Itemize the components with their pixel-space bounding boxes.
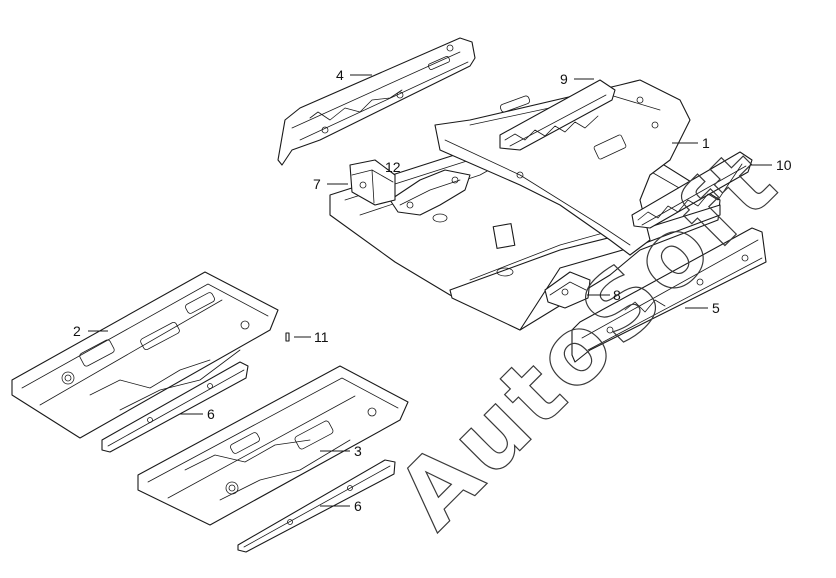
part-8-bracket — [544, 271, 591, 309]
callouts: 4 9 1 10 7 12 8 5 2 11 6 3 6 — [73, 67, 792, 514]
part-4-side-rail — [277, 37, 476, 166]
part-7-bracket — [349, 159, 396, 206]
part-6-sill-upper — [101, 361, 249, 453]
part-6-sill-lower — [237, 459, 396, 553]
part-12-bracket — [389, 169, 471, 216]
callout-1: 1 — [702, 135, 710, 151]
callout-12: 12 — [385, 159, 401, 175]
callout-5: 5 — [712, 300, 720, 316]
callout-6b: 6 — [354, 498, 362, 514]
callout-7: 7 — [313, 176, 321, 192]
part-5-side-rail — [571, 227, 767, 363]
part-3-floor-pan — [137, 365, 409, 526]
part-10-reinforcement — [631, 151, 753, 229]
part-1-tunnel-crossmember — [434, 79, 691, 256]
callout-10: 10 — [776, 157, 792, 173]
part-2-floor-pan — [11, 271, 279, 439]
callout-4: 4 — [336, 67, 344, 83]
callout-2: 2 — [73, 323, 81, 339]
callout-3: 3 — [354, 443, 362, 459]
callout-11: 11 — [314, 329, 329, 345]
callout-6a: 6 — [207, 406, 215, 422]
callout-8: 8 — [613, 287, 621, 303]
part-11-clip — [285, 332, 290, 342]
part-9-reinforcement — [499, 79, 616, 151]
callout-9: 9 — [560, 71, 568, 87]
